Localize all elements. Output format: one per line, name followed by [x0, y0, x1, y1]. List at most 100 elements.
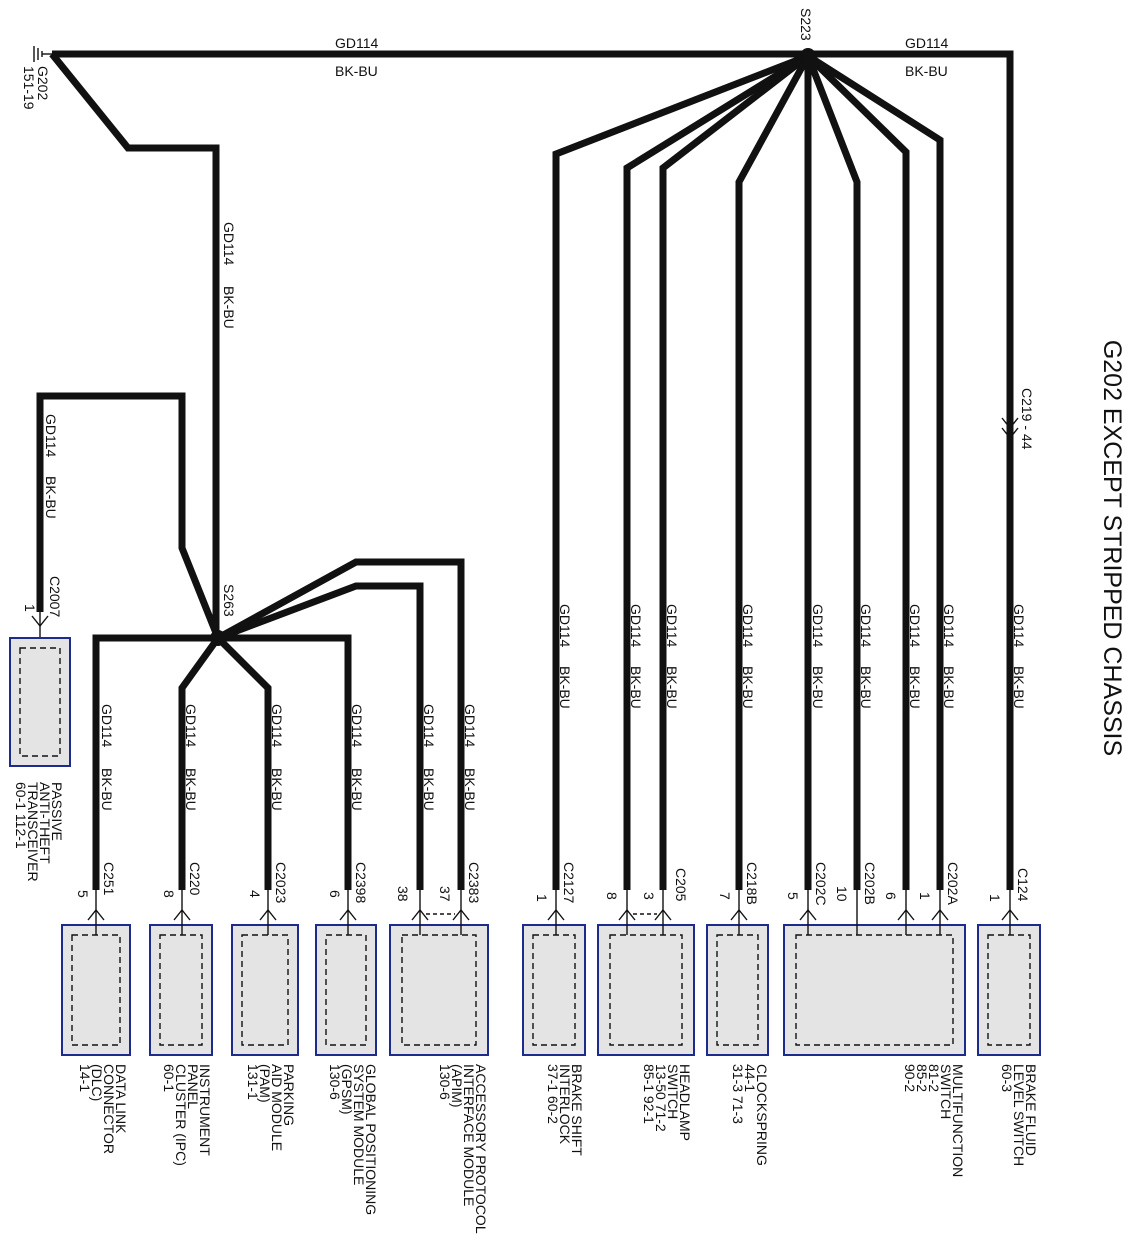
component-label-gpsm: GLOBAL POSITIONING SYSTEM MODULE (GPSM) …	[327, 1064, 379, 1215]
terminal-mfs-1	[931, 890, 949, 935]
wire-color-label: BK-BU	[810, 666, 826, 709]
wire-color-label: BK-BU	[269, 768, 285, 811]
connector-pin: 10	[834, 886, 850, 902]
terminal-dlc-5	[87, 890, 105, 935]
terminal-apim-38	[411, 890, 429, 935]
connector-name: C2127	[561, 862, 577, 903]
component-label-line: 44-1	[742, 1064, 758, 1092]
component-label-line: 81-2	[926, 1064, 942, 1092]
connector-name: C2007	[47, 576, 63, 617]
component-label-line: PASSIVE	[49, 782, 65, 841]
component-label-line: TRANSCEIVER	[25, 782, 41, 882]
component-label-headlamp: HEADLAMP SWITCH 13-50 71-2 85-1 92-1	[641, 1064, 693, 1141]
wire-color-label: BK-BU	[349, 768, 365, 811]
wire-circuit-label: GD114	[183, 704, 199, 748]
connector-name: C202B	[862, 862, 878, 905]
wire-circuit-label: GD114	[335, 35, 379, 51]
terminal-brake-shift-1	[547, 890, 565, 935]
wire-color-label: BK-BU	[335, 63, 378, 79]
wire-circuit-label: GD114	[462, 704, 478, 748]
wire-circuit-label: GD114	[421, 704, 437, 748]
inline-connector-label: C219 - 44	[1019, 388, 1035, 450]
wire-s263-gpsm	[218, 634, 352, 890]
connector-pin: 5	[785, 892, 801, 900]
wire-color-label: BK-BU	[421, 768, 437, 811]
connector-pin: 1	[534, 894, 550, 902]
wire-circuit-label: GD114	[740, 604, 756, 648]
wire-color-label: BK-BU	[43, 476, 59, 519]
wire-s263-dlc	[92, 634, 218, 890]
wire-s223-mfs-10	[804, 54, 861, 890]
connector-pin: 38	[395, 886, 411, 902]
wire-color-label: BK-BU	[462, 768, 478, 811]
wire-s263-apim-37	[216, 558, 465, 890]
component-label-line: 60-1	[161, 1064, 177, 1092]
wire-circuit-label: GD114	[269, 704, 285, 748]
wire-color-label: BK-BU	[907, 666, 923, 709]
component-patt	[9, 612, 71, 767]
component-label-line: INSTRUMENT	[197, 1064, 213, 1156]
component-label-line: PARKING	[281, 1064, 297, 1126]
connector-pin: 3	[641, 892, 657, 900]
wire-color-label: BK-BU	[905, 63, 948, 79]
terminal-clockspring-7	[730, 890, 748, 935]
terminal-mfs-6	[897, 890, 915, 935]
component-label-line: INTERFACE MODULE	[461, 1064, 477, 1206]
component-label-line: SWITCH	[665, 1064, 681, 1119]
component-label-patt: PASSIVE ANTI-THEFT TRANSCEIVER 60-1 112-…	[13, 782, 65, 882]
wire-circuit-label: GD114	[941, 604, 957, 648]
wire-s263-patt	[36, 392, 222, 640]
connector-names: C251 C220 C2023 C2398 C2383 C2127 C205 C…	[101, 862, 1031, 906]
component-label-line: 85-1 92-1	[641, 1064, 657, 1124]
connector-name: C218B	[744, 862, 760, 905]
component-label-brake-fluid: BRAKE FLUID LEVEL SWITCH 60-3	[999, 1064, 1039, 1166]
wire-s263-ipc	[178, 635, 221, 890]
wire-ground-to-s263	[49, 51, 220, 638]
terminal-mfs-5	[799, 890, 817, 935]
component-label-line: DATA LINK	[113, 1064, 129, 1134]
component-label-line: HEADLAMP	[677, 1064, 693, 1141]
component-apim	[389, 924, 489, 1056]
wire-color-label: BK-BU	[1011, 666, 1027, 709]
connector-pin: 7	[717, 892, 733, 900]
component-label-line: INTERLOCK	[557, 1064, 573, 1145]
wire-circuit-label: GD114	[221, 222, 237, 266]
diagram-title: G202 EXCEPT STRIPPED CHASSIS	[1098, 340, 1126, 756]
component-label-line: 131-1	[245, 1064, 261, 1100]
component-pam	[231, 924, 299, 1056]
connector-terminals	[87, 890, 1019, 935]
component-label-line: 130-6	[327, 1064, 343, 1100]
wire-circuit-label: GD114	[99, 704, 115, 748]
connector-pin: 5	[75, 890, 91, 898]
component-label-line: (PAM)	[257, 1064, 273, 1103]
wire-circuit-label: GD114	[907, 604, 923, 648]
terminal-headlamp-3	[654, 890, 672, 935]
component-label-ipc: INSTRUMENT PANEL CLUSTER (IPC) 60-1	[161, 1064, 213, 1166]
component-label-dlc: DATA LINK CONNECTOR (DLC) 14-1	[77, 1064, 129, 1154]
component-label-line: 85-2	[914, 1064, 930, 1092]
component-clockspring	[706, 924, 769, 1056]
component-label-line: (GPSM)	[339, 1064, 355, 1115]
connector-name: C2383	[466, 862, 482, 903]
connector-name: C2398	[353, 862, 369, 903]
terminal-apim-37	[452, 890, 470, 935]
component-label-line: LEVEL SWITCH	[1011, 1064, 1027, 1166]
component-boxes	[61, 924, 1041, 1056]
wire-circuit-label: GD114	[858, 604, 874, 648]
connector-pin: 1	[917, 892, 933, 900]
wire-color-label: BK-BU	[941, 666, 957, 709]
terminal-ipc-8	[173, 890, 191, 935]
wire-s223-brake-shift	[552, 52, 810, 890]
ground-label: G202	[35, 66, 51, 100]
component-headlamp	[597, 924, 695, 1056]
component-gpsm	[315, 924, 377, 1056]
component-label-line: BRAKE SHIFT	[569, 1064, 585, 1156]
connector-pin: 1	[22, 604, 38, 612]
component-label-mfs: MULTIFUNCTION SWITCH 81-2 85-2 90-2	[902, 1064, 966, 1177]
connector-pin: 37	[437, 886, 453, 902]
wire-color-label: BK-BU	[628, 666, 644, 709]
component-label-line: ANTI-THEFT	[37, 782, 53, 864]
ground-ref: 151-19	[21, 66, 37, 110]
wire-color-label: BK-BU	[664, 666, 680, 709]
